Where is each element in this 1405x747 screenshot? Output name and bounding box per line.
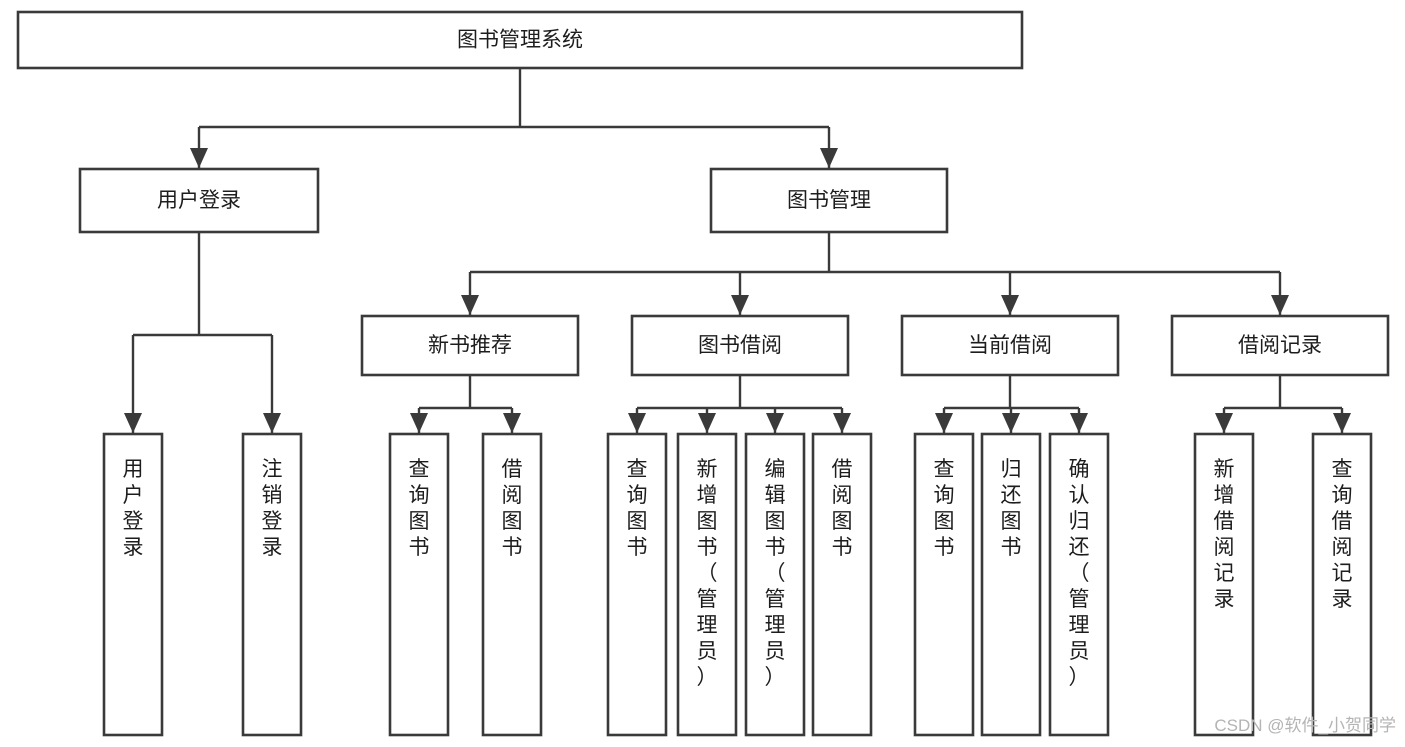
arrow-head-icon — [698, 413, 716, 433]
leaf-node-leaf-add-record[interactable]: 新增借阅记录 — [1193, 432, 1255, 737]
node-label: 图书管理系统 — [457, 29, 583, 52]
submodule-node-new-book-recommend[interactable]: 新书推荐 — [360, 314, 580, 377]
node-label: 图书管理 — [787, 189, 871, 212]
node-label: 编辑图书（管理员） — [765, 458, 786, 689]
node-box[interactable] — [630, 314, 850, 377]
node-box[interactable] — [811, 432, 873, 737]
csdn-watermark: CSDN @软件_小贺同学 — [1214, 716, 1396, 735]
node-box[interactable] — [980, 432, 1042, 737]
node-box[interactable] — [481, 432, 543, 737]
node-box[interactable] — [744, 432, 806, 737]
leaf-node-leaf-query-record[interactable]: 查询借阅记录 — [1311, 432, 1373, 737]
node-label: 查询图书 — [627, 458, 648, 559]
node-label: 查询图书 — [934, 458, 955, 559]
node-box[interactable] — [913, 432, 975, 737]
node-box[interactable] — [709, 167, 949, 234]
arrow-head-icon — [935, 413, 953, 433]
arrow-head-icon — [461, 295, 479, 315]
arrow-head-icon — [503, 413, 521, 433]
arrow-head-icon — [628, 413, 646, 433]
leaf-node-leaf-query-book-2[interactable]: 查询图书 — [606, 432, 668, 737]
node-label: 查询借阅记录 — [1332, 458, 1353, 611]
node-label: 借阅图书 — [832, 458, 853, 559]
arrow-head-icon — [1271, 295, 1289, 315]
node-label: 用户登录 — [123, 458, 144, 559]
node-label: 注销登录 — [262, 458, 283, 559]
node-box[interactable] — [900, 314, 1120, 377]
leaf-node-leaf-query-book-3[interactable]: 查询图书 — [913, 432, 975, 737]
node-label: 借阅图书 — [502, 458, 523, 559]
connector-layer — [124, 68, 1351, 433]
leaf-node-leaf-edit-book[interactable]: 编辑图书（管理员） — [744, 432, 806, 737]
submodule-node-current-borrow[interactable]: 当前借阅 — [900, 314, 1120, 377]
node-box[interactable] — [241, 432, 303, 737]
module-node-book-manage[interactable]: 图书管理 — [709, 167, 949, 234]
leaf-node-leaf-query-book-1[interactable]: 查询图书 — [388, 432, 450, 737]
node-box[interactable] — [16, 10, 1024, 70]
submodule-node-book-borrow[interactable]: 图书借阅 — [630, 314, 850, 377]
arrow-head-icon — [833, 413, 851, 433]
leaf-node-leaf-confirm-return[interactable]: 确认归还（管理员） — [1048, 432, 1110, 737]
arrow-head-icon — [1002, 413, 1020, 433]
node-box[interactable] — [102, 432, 164, 737]
node-label: 用户登录 — [157, 189, 241, 212]
leaf-node-leaf-user-login[interactable]: 用户登录 — [102, 432, 164, 737]
leaf-node-leaf-add-book[interactable]: 新增图书（管理员） — [676, 432, 738, 737]
arrow-head-icon — [1333, 413, 1351, 433]
node-box[interactable] — [606, 432, 668, 737]
leaf-node-leaf-borrow-book-2[interactable]: 借阅图书 — [811, 432, 873, 737]
arrow-head-icon — [731, 295, 749, 315]
submodule-node-borrow-record[interactable]: 借阅记录 — [1170, 314, 1390, 377]
node-label: 归还图书 — [1001, 458, 1022, 559]
arrow-head-icon — [766, 413, 784, 433]
root-node-undefined[interactable]: 图书管理系统 — [16, 10, 1024, 70]
node-label: 借阅记录 — [1238, 334, 1322, 357]
node-label: 确认归还（管理员） — [1069, 458, 1090, 689]
node-label: 当前借阅 — [968, 334, 1052, 357]
arrow-head-icon — [1070, 413, 1088, 433]
node-label: 新增图书（管理员） — [697, 458, 718, 689]
node-box[interactable] — [1311, 432, 1373, 737]
node-label: 新增借阅记录 — [1214, 458, 1235, 611]
node-box[interactable] — [1193, 432, 1255, 737]
node-layer: 图书管理系统用户登录图书管理新书推荐图书借阅当前借阅借阅记录用户登录注销登录查询… — [16, 10, 1390, 737]
arrow-head-icon — [1215, 413, 1233, 433]
node-box[interactable] — [1048, 432, 1110, 737]
arrow-head-icon — [410, 413, 428, 433]
node-label: 查询图书 — [409, 458, 430, 559]
node-box[interactable] — [360, 314, 580, 377]
node-label: 图书借阅 — [698, 334, 782, 357]
module-node-user-login[interactable]: 用户登录 — [78, 167, 320, 234]
arrow-head-icon — [263, 413, 281, 433]
arrow-head-icon — [124, 413, 142, 433]
node-box[interactable] — [388, 432, 450, 737]
leaf-node-leaf-logout[interactable]: 注销登录 — [241, 432, 303, 737]
leaf-node-leaf-return-book[interactable]: 归还图书 — [980, 432, 1042, 737]
node-box[interactable] — [1170, 314, 1390, 377]
node-box[interactable] — [676, 432, 738, 737]
node-label: 新书推荐 — [428, 334, 512, 357]
arrow-head-icon — [1001, 295, 1019, 315]
node-box[interactable] — [78, 167, 320, 234]
leaf-node-leaf-borrow-book-1[interactable]: 借阅图书 — [481, 432, 543, 737]
arrow-head-icon — [820, 148, 838, 168]
arrow-head-icon — [190, 148, 208, 168]
